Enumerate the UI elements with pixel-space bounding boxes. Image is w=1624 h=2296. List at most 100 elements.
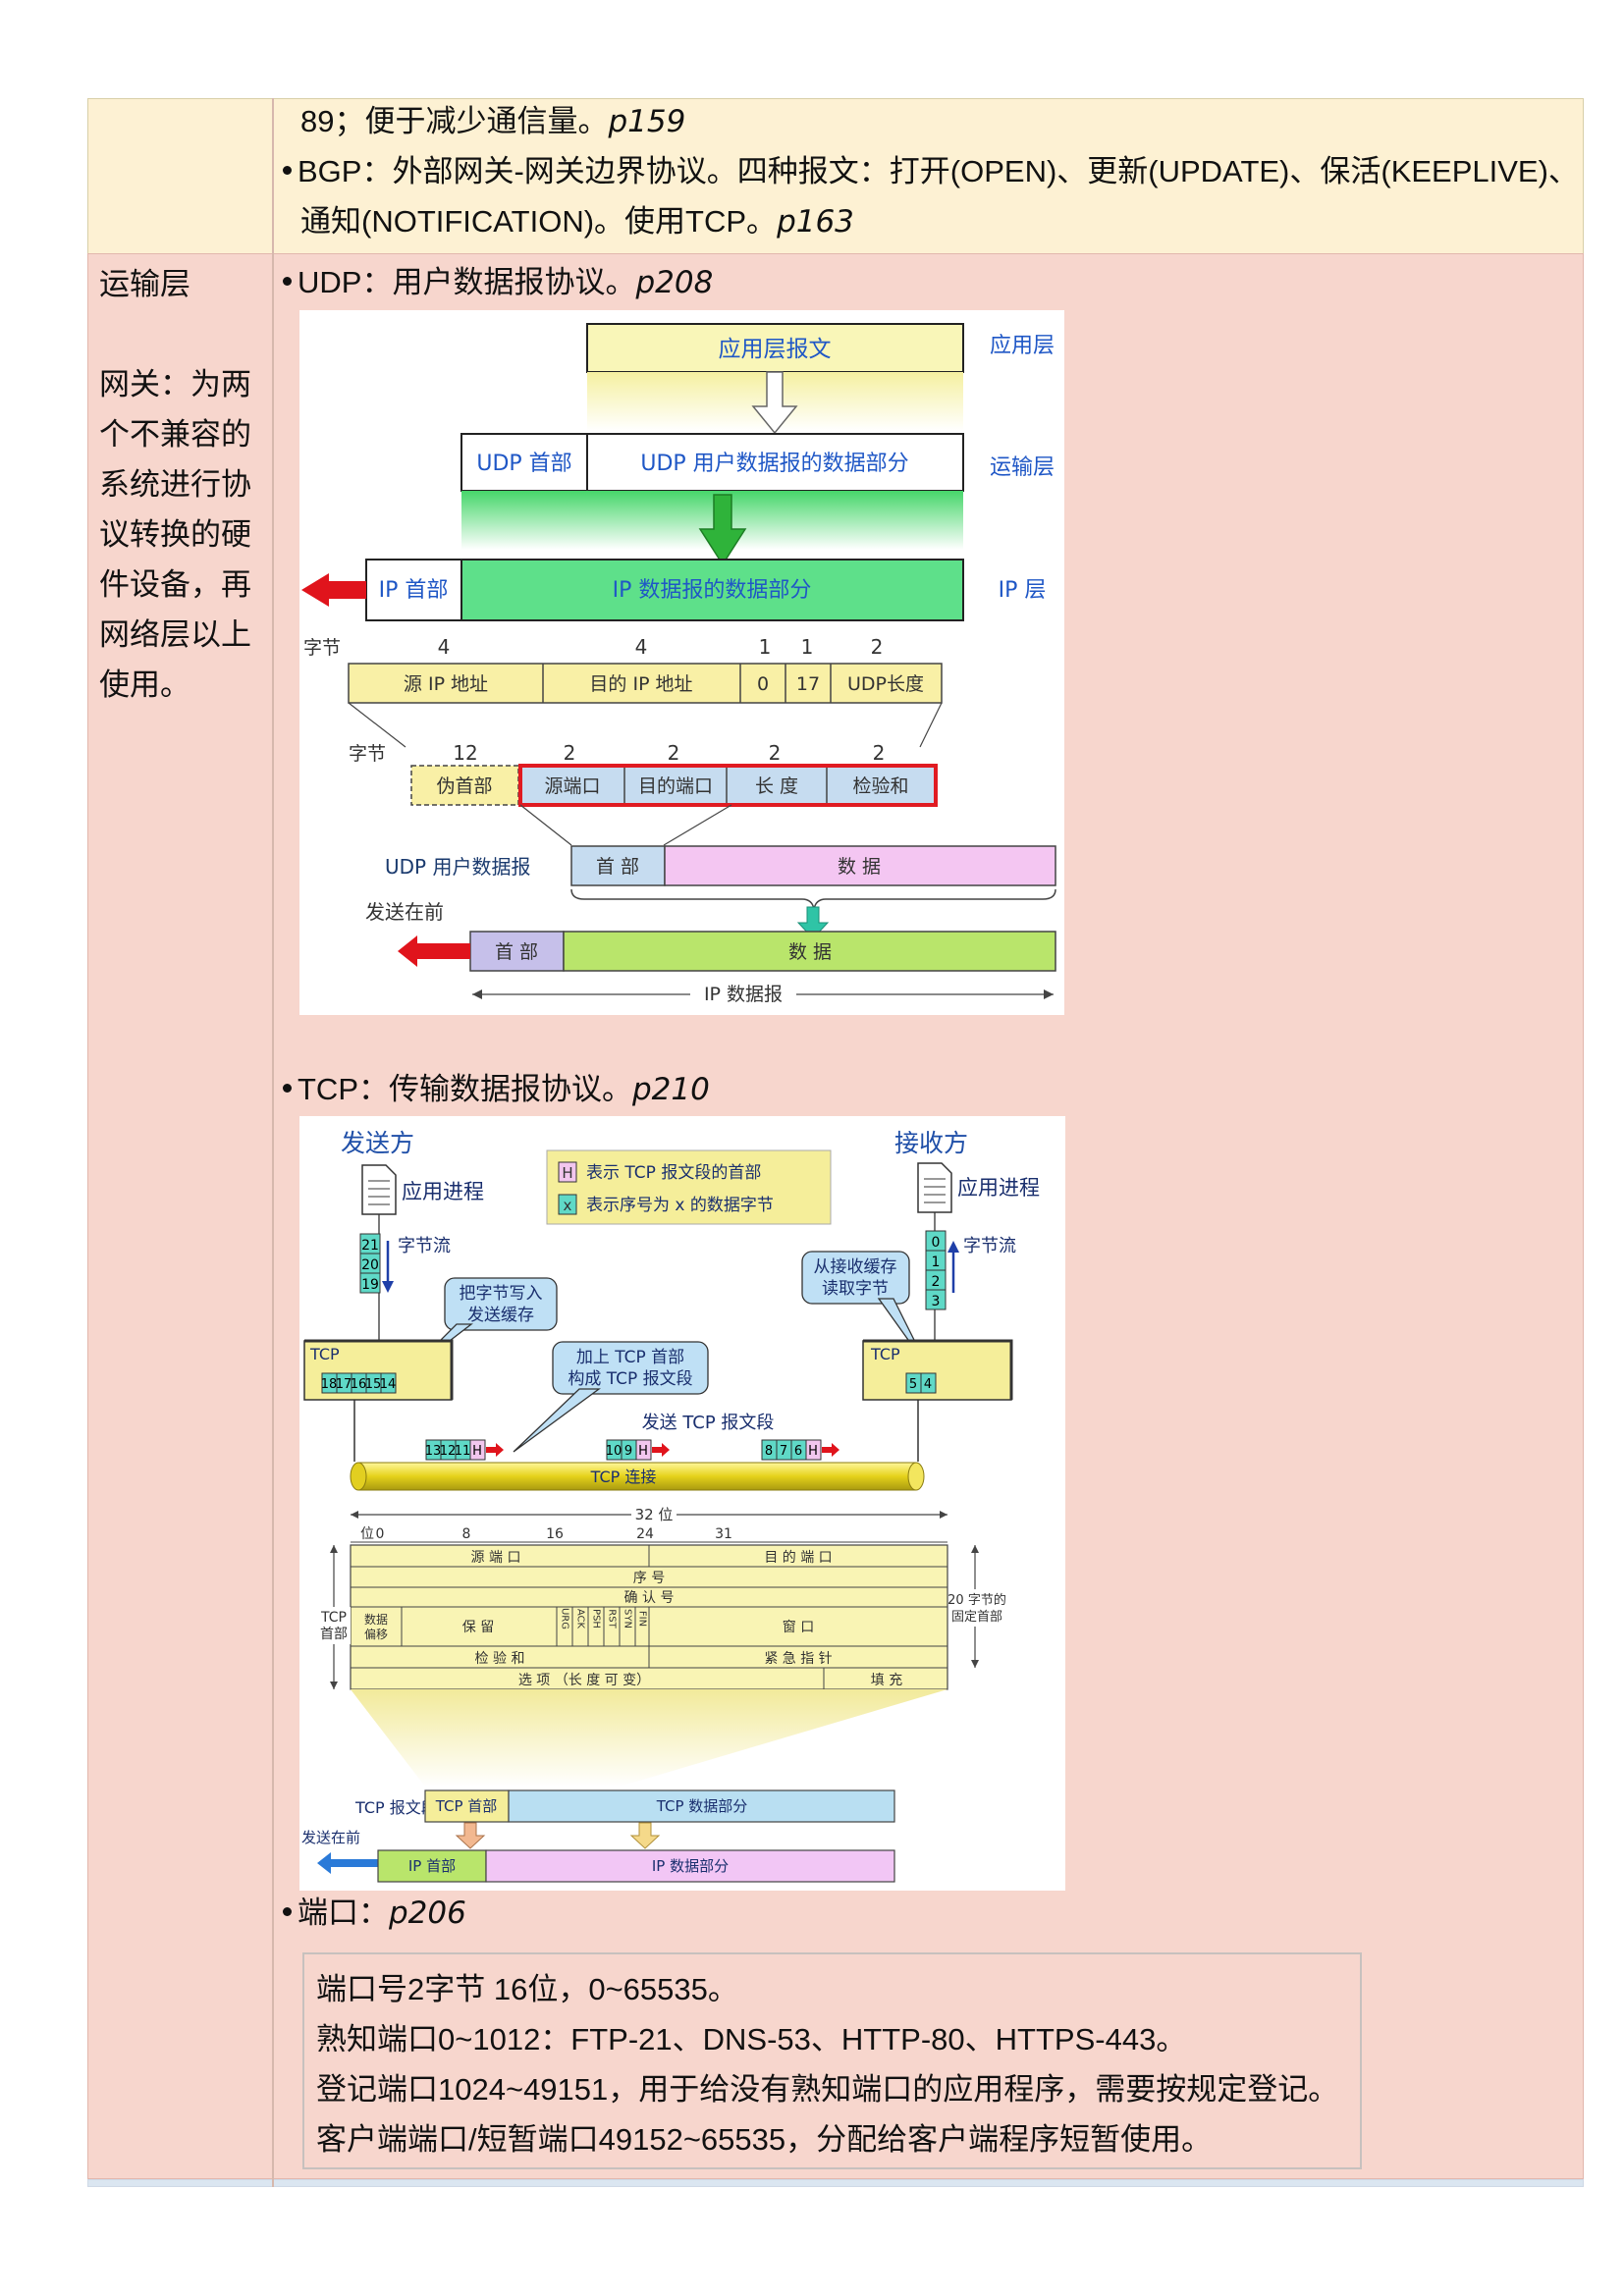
- app-process-label: 应用进程: [402, 1180, 484, 1203]
- port-heading-text: 端口：: [298, 1896, 389, 1930]
- field-label: 目的 IP 地址: [589, 673, 692, 695]
- segment-2: 10 9 H: [606, 1439, 670, 1461]
- app-process-label: 应用进程: [957, 1176, 1040, 1200]
- size-label: 2: [873, 741, 886, 765]
- urgent-label: 紧 急 指 针: [764, 1651, 832, 1667]
- byte-label: 18: [321, 1377, 338, 1392]
- ip-head-cell: [469, 931, 565, 972]
- bit-tick: 8: [462, 1526, 471, 1542]
- page-ref: p159: [608, 104, 686, 139]
- sender-label: 发送方: [341, 1129, 414, 1157]
- bgp-line-2: 通知(NOTIFICATION)。使用TCP。p163: [300, 202, 854, 241]
- offset-label: 偏移: [364, 1627, 388, 1641]
- callout-line: 读取字节: [822, 1279, 889, 1299]
- byte-label: 15: [365, 1377, 382, 1392]
- byte-label: 13: [425, 1444, 442, 1459]
- byte-label: 7: [780, 1444, 787, 1459]
- rip-tail-line: 89；便于减少通信量。p159: [300, 102, 685, 141]
- udp-data-cell: [664, 845, 1056, 886]
- size-label: 1: [759, 635, 772, 659]
- page-ref: p210: [632, 1072, 710, 1107]
- field-label: UDP长度: [847, 673, 924, 695]
- field-label: 源 IP 地址: [404, 673, 488, 695]
- byte-label: 4: [924, 1377, 932, 1392]
- size-label: 2: [668, 741, 680, 765]
- pseudo-label: 伪首部: [436, 775, 492, 797]
- field-label: 源端口: [544, 775, 600, 797]
- note-line: 议转换的硬: [99, 517, 251, 552]
- byte-label: 12: [440, 1444, 457, 1459]
- byte-label: 5: [909, 1377, 917, 1392]
- ip-head-cell: [377, 1849, 487, 1883]
- reserved-label: 保 留: [462, 1620, 494, 1635]
- byte-label: 14: [380, 1377, 397, 1392]
- tcp-heading-text: TCP：传输数据报协议。: [298, 1072, 632, 1106]
- arrow-down-icon: [382, 1281, 394, 1293]
- byte-label: 21: [361, 1238, 379, 1254]
- note-line: 件设备，再: [99, 567, 251, 602]
- note-line: 网关：为两: [99, 367, 251, 401]
- field-label: 0: [757, 673, 769, 695]
- size-label: 1: [801, 635, 814, 659]
- byte-stream-label: 字节流: [963, 1236, 1016, 1256]
- byte-label: 17: [336, 1377, 352, 1392]
- size-label: 12: [453, 741, 477, 765]
- bit-tick: 0: [376, 1526, 385, 1542]
- ack-label: 确 认 号: [624, 1590, 675, 1606]
- port-line: 登记端口1024~49151，用于给没有熟知端口的应用程序，需要按规定登记。: [316, 2072, 1339, 2107]
- bytes-label: 字节: [349, 743, 386, 765]
- port-info-box: 端口号2字节 16位，0~65535。 熟知端口0~1012：FTP-21、DN…: [302, 1952, 1362, 2169]
- seq-label: 序 号: [633, 1571, 665, 1586]
- arrow-right-icon: [652, 1443, 670, 1457]
- options-label: 选 项 （长 度 可 变）: [518, 1673, 650, 1688]
- rip-tail-text: 89；便于减少通信量。: [300, 104, 609, 138]
- recv-buffer-bytes: 5 4: [905, 1372, 937, 1394]
- legend-x-swatch: [558, 1194, 577, 1215]
- tcp-head-cell: [424, 1789, 510, 1823]
- arrow-down-icon: [455, 1822, 486, 1849]
- callout-line: 加上 TCP 首部: [576, 1348, 684, 1367]
- udp-head-cell: [570, 845, 666, 886]
- arrow-right-icon: [486, 1443, 504, 1457]
- note-line: 使用。: [99, 667, 190, 702]
- bits-32-label: 32 位: [635, 1506, 674, 1523]
- arrow-up-icon: [947, 1241, 959, 1253]
- bytes-label: 字节: [303, 637, 341, 659]
- data-label: 数 据: [788, 941, 832, 963]
- note-line: 个不兼容的: [99, 417, 251, 452]
- size-label: 2: [871, 635, 884, 659]
- ip-head-label: IP 首部: [408, 1857, 456, 1875]
- ip-data-cell: [563, 931, 1056, 972]
- udp-head-label: UDP 首部: [476, 452, 571, 476]
- ip-datagram-label: IP 数据报: [704, 984, 783, 1005]
- tcp-header-grid: [350, 1544, 948, 1690]
- arrow-right-icon: [822, 1443, 839, 1457]
- bit-tick: 24: [636, 1526, 654, 1542]
- legend-h-swatch: [558, 1161, 577, 1183]
- h-letter: H: [638, 1444, 648, 1459]
- ip-head-label: IP 首部: [379, 578, 449, 603]
- document-icon: [361, 1164, 397, 1215]
- page-ref: p208: [635, 265, 714, 300]
- tcp-label: TCP: [309, 1345, 340, 1363]
- byte-stream-label: 字节流: [398, 1236, 451, 1256]
- header-funnel: [351, 1689, 947, 1787]
- udp-heading: UDP：用户数据报协议。p208: [283, 263, 713, 302]
- note-line: 系统进行协: [99, 467, 251, 502]
- port-line: 熟知端口0~1012：FTP-21、DNS-53、HTTP-80、HTTPS-4…: [316, 2022, 1187, 2056]
- field-label: 检验和: [852, 775, 908, 797]
- byte-label: 8: [765, 1444, 773, 1459]
- write-buffer-callout: 把字节写入 发送缓存: [406, 1277, 558, 1374]
- callout-line: 把字节写入: [460, 1284, 543, 1304]
- udp-heading-text: UDP：用户数据报协议。: [298, 265, 636, 299]
- segment-1: 13 12 11 H: [425, 1439, 504, 1461]
- ip-data-cell: [485, 1849, 895, 1883]
- tcp-diagram: 发送方 接收方 应用进程 应用进程 H 表示 TCP 报文段的首部 x 表示序号…: [299, 1116, 1065, 1891]
- recv-tcp-buffer: [862, 1340, 1012, 1401]
- flag-psh: PSH: [591, 1609, 602, 1629]
- legend-box: [546, 1149, 832, 1225]
- size-label: 2: [564, 741, 576, 765]
- app-layer-label: 应用层: [990, 334, 1055, 358]
- byte-label: 11: [455, 1444, 471, 1459]
- layer-title: 运输层: [99, 267, 190, 301]
